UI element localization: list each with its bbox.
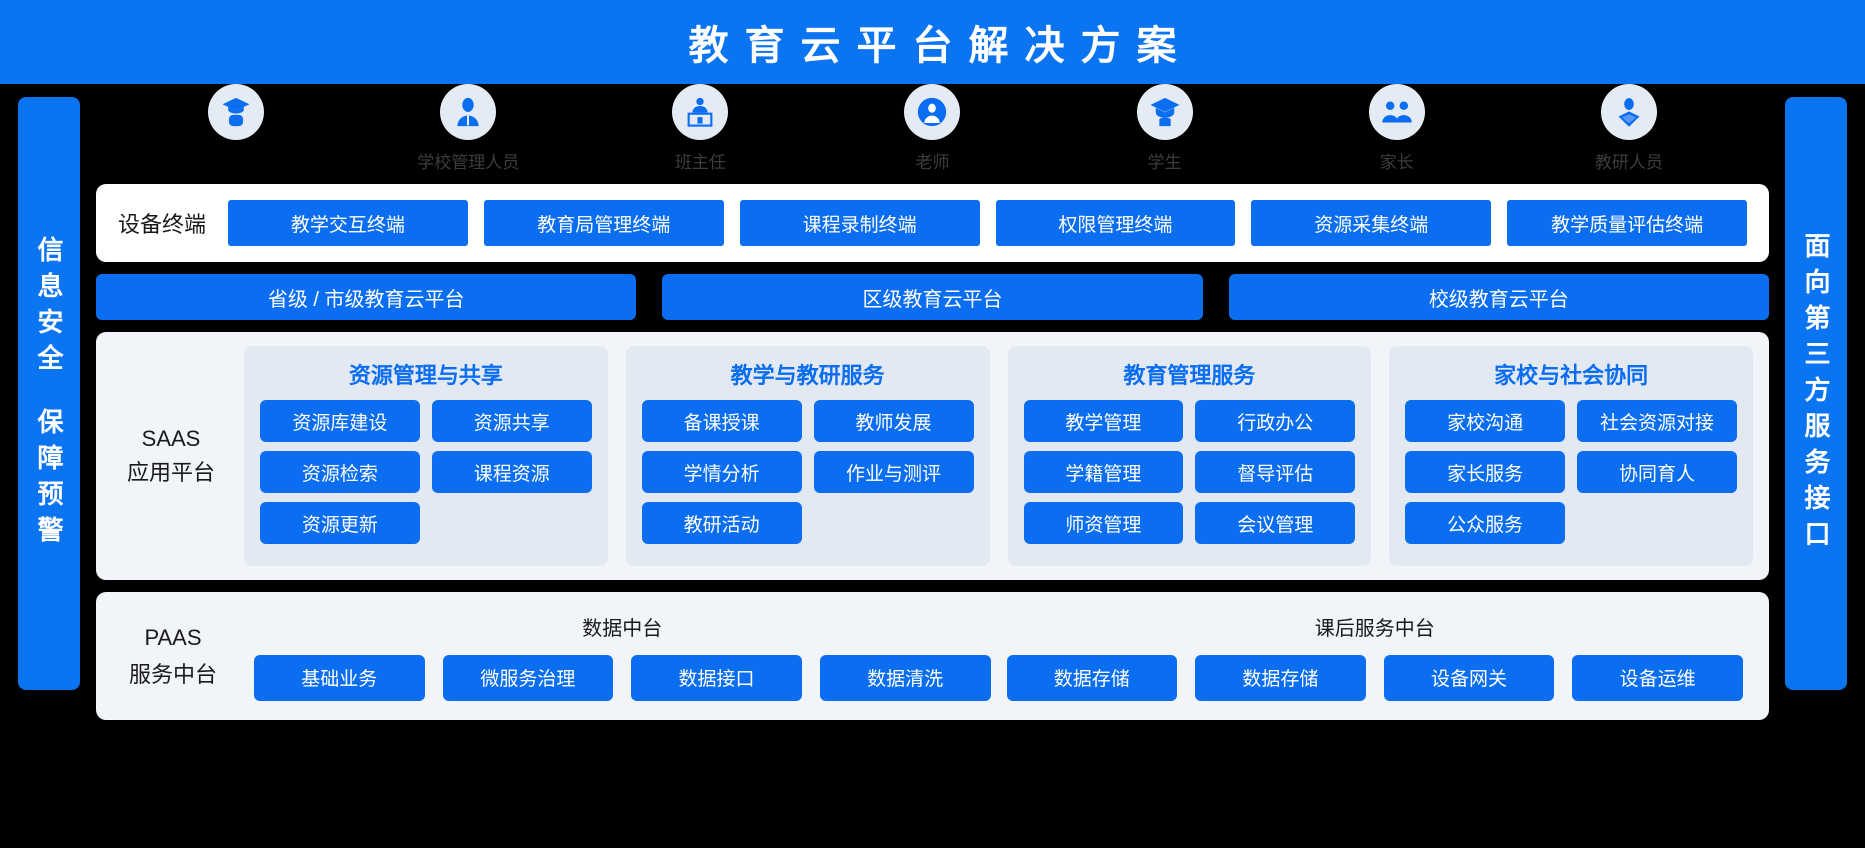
researcher-icon — [1600, 84, 1657, 140]
saas-label: SAAS 应用平台 — [112, 422, 230, 490]
saas-group-home-school-society: 家校与社会协同 家校沟通 社会资源对接 家长服务 协同育人 公众服务 — [1389, 346, 1753, 566]
saas-label-line1: SAAS — [141, 425, 201, 451]
role-item-parent[interactable]: 家长 — [1281, 84, 1513, 173]
paas-chip-data-storage-1[interactable]: 数据存储 — [1006, 654, 1178, 701]
saas-chip-administrative-office[interactable]: 行政办公 — [1195, 400, 1356, 442]
role-label: 学生 — [1147, 153, 1182, 172]
role-item-researcher[interactable]: 教研人员 — [1513, 84, 1745, 173]
paas-half-afterschool-midplatform: 课后服务中台 数据存储 数据存储 设备网关 设备运维 — [999, 592, 1752, 720]
paas-chip-microservice-governance[interactable]: 微服务治理 — [442, 654, 614, 701]
saas-chip-lesson-prep[interactable]: 备课授课 — [641, 400, 802, 442]
center-column: 学校管理人员 班主任 — [96, 84, 1769, 848]
cloud-chip-provincial-city[interactable]: 省级 / 市级教育云平台 — [96, 274, 637, 320]
role-label: 学校管理人员 — [417, 153, 520, 172]
role-label: 教研人员 — [1594, 153, 1663, 172]
saas-chip-teacher-development[interactable]: 教师发展 — [813, 400, 974, 442]
diagram-stage: 信息安全 保障预警 面向第三方服务接口 — [0, 84, 1865, 848]
role-row: 学校管理人员 班主任 — [96, 84, 1769, 178]
paas-chip-data-cleaning[interactable]: 数据清洗 — [819, 654, 991, 701]
saas-chip-homework-assessment[interactable]: 作业与测评 — [813, 451, 974, 493]
saas-chip-resource-library[interactable]: 资源库建设 — [260, 400, 420, 442]
role-item-teacher[interactable]: 老师 — [816, 84, 1048, 173]
saas-chip-social-resource-docking[interactable]: 社会资源对接 — [1577, 400, 1737, 442]
role-label: 家长 — [1379, 153, 1414, 172]
saas-group-teaching-research: 教学与教研服务 备课授课 教师发展 学情分析 作业与测评 教研活动 — [625, 346, 990, 566]
saas-chip-faculty-management[interactable]: 师资管理 — [1023, 502, 1184, 544]
sidebar-left-line1: 信息安全 — [34, 235, 64, 380]
saas-chip-home-school-communication[interactable]: 家校沟通 — [1405, 400, 1566, 442]
saas-chip-public-service[interactable]: 公众服务 — [1405, 502, 1566, 544]
saas-chip-teaching-management[interactable]: 教学管理 — [1023, 400, 1184, 442]
page-title: 教育云平台解决方案 — [688, 24, 1193, 68]
saas-chip-student-status[interactable]: 学籍管理 — [1023, 451, 1184, 493]
saas-label-line2: 应用平台 — [126, 460, 215, 485]
saas-chip-research-activity[interactable]: 教研活动 — [641, 502, 802, 544]
sidebar-right-line1: 面向第三方服务接口 — [1801, 231, 1831, 556]
role-label: 老师 — [915, 153, 950, 172]
paas-half-title: 课后服务中台 — [1314, 617, 1435, 640]
saas-section: SAAS 应用平台 资源管理与共享 资源库建设 资源共享 资源检索 课程资源 资… — [96, 332, 1769, 580]
saas-chip-course-resource[interactable]: 课程资源 — [431, 451, 592, 493]
paas-chip-row: 基础业务 微服务治理 数据接口 数据清洗 — [246, 654, 999, 701]
role-item-graduate[interactable] — [120, 84, 352, 148]
paas-section: PAAS 服务中台 数据中台 基础业务 微服务治理 数据接口 数据清洗 课后服务… — [96, 592, 1769, 720]
role-item-school-admin[interactable]: 学校管理人员 — [352, 84, 584, 173]
sidebar-left-line2: 保障预警 — [34, 407, 64, 552]
terminal-chip-permission-management[interactable]: 权限管理终端 — [995, 200, 1236, 246]
paas-chip-device-ops[interactable]: 设备运维 — [1572, 654, 1743, 701]
terminal-chip-course-recording[interactable]: 课程录制终端 — [739, 200, 980, 246]
saas-chip-resource-sharing[interactable]: 资源共享 — [431, 400, 592, 442]
device-terminal-band: 设备终端 教学交互终端 教育局管理终端 课程录制终端 权限管理终端 资源采集终端… — [96, 184, 1769, 262]
admin-user-icon — [440, 84, 497, 140]
sidebar-information-security[interactable]: 信息安全 保障预警 — [18, 97, 80, 690]
group-title: 教学与教研服务 — [730, 363, 885, 388]
saas-chip-resource-search[interactable]: 资源检索 — [260, 451, 420, 493]
podium-teacher-icon — [672, 84, 729, 140]
terminal-chip-quality-evaluation[interactable]: 教学质量评估终端 — [1507, 200, 1747, 246]
paas-label: PAAS 服务中台 — [114, 619, 232, 694]
paas-chip-device-gateway[interactable]: 设备网关 — [1383, 654, 1555, 701]
terminal-chip-teaching-interaction[interactable]: 教学交互终端 — [228, 200, 468, 246]
group-title: 教育管理服务 — [1123, 363, 1256, 388]
saas-chip-meeting-management[interactable]: 会议管理 — [1195, 502, 1356, 544]
saas-chip-learning-analysis[interactable]: 学情分析 — [641, 451, 802, 493]
cloud-chip-school[interactable]: 校级教育云平台 — [1228, 274, 1769, 320]
saas-group-resource-management: 资源管理与共享 资源库建设 资源共享 资源检索 课程资源 资源更新 — [244, 346, 608, 566]
role-label: 班主任 — [674, 153, 726, 172]
role-item-student[interactable]: 学生 — [1049, 84, 1281, 173]
paas-chip-basic-business[interactable]: 基础业务 — [254, 654, 425, 701]
group-grid: 备课授课 教师发展 学情分析 作业与测评 教研活动 — [641, 400, 974, 544]
paas-halves: 数据中台 基础业务 微服务治理 数据接口 数据清洗 课后服务中台 数据存储 数据… — [246, 592, 1751, 720]
saas-groups: 资源管理与共享 资源库建设 资源共享 资源检索 课程资源 资源更新 教学与教研服… — [244, 346, 1753, 566]
graduate-user-icon — [208, 84, 265, 140]
saas-chip-collaborative-education[interactable]: 协同育人 — [1577, 451, 1737, 493]
terminal-chip-bureau-management[interactable]: 教育局管理终端 — [483, 200, 724, 246]
paas-label-line2: 服务中台 — [128, 662, 217, 687]
terminal-chip-resource-collection[interactable]: 资源采集终端 — [1251, 200, 1492, 246]
group-grid: 教学管理 行政办公 学籍管理 督导评估 师资管理 会议管理 — [1023, 400, 1356, 544]
group-grid: 家校沟通 社会资源对接 家长服务 协同育人 公众服务 — [1405, 400, 1737, 544]
cloud-chip-district[interactable]: 区级教育云平台 — [662, 274, 1203, 320]
cloud-platform-row: 省级 / 市级教育云平台 区级教育云平台 校级教育云平台 — [96, 274, 1769, 320]
paas-chip-data-storage-2[interactable]: 数据存储 — [1195, 654, 1366, 701]
paas-chip-row: 数据存储 数据存储 设备网关 设备运维 — [999, 654, 1752, 701]
sidebar-third-party-interface[interactable]: 面向第三方服务接口 — [1785, 97, 1847, 690]
paas-half-title: 数据中台 — [582, 617, 663, 640]
saas-group-education-management: 教育管理服务 教学管理 行政办公 学籍管理 督导评估 师资管理 会议管理 — [1007, 346, 1372, 566]
saas-chip-supervision-evaluation[interactable]: 督导评估 — [1195, 451, 1356, 493]
parents-group-icon — [1368, 84, 1425, 140]
device-terminal-label: 设备终端 — [118, 212, 207, 237]
saas-chip-resource-update[interactable]: 资源更新 — [260, 502, 420, 544]
saas-chip-parent-service[interactable]: 家长服务 — [1405, 451, 1566, 493]
teacher-badge-icon — [904, 84, 961, 140]
group-title: 资源管理与共享 — [348, 363, 503, 388]
role-item-head-teacher[interactable]: 班主任 — [584, 84, 816, 173]
paas-half-data-midplatform: 数据中台 基础业务 微服务治理 数据接口 数据清洗 — [246, 592, 999, 720]
page-header: 教育云平台解决方案 — [0, 0, 1865, 84]
group-grid: 资源库建设 资源共享 资源检索 课程资源 资源更新 — [260, 400, 592, 544]
paas-label-line1: PAAS — [144, 624, 202, 650]
student-cap-icon — [1136, 84, 1193, 140]
paas-chip-data-interface[interactable]: 数据接口 — [631, 654, 802, 701]
group-title: 家校与社会协同 — [1494, 363, 1649, 388]
